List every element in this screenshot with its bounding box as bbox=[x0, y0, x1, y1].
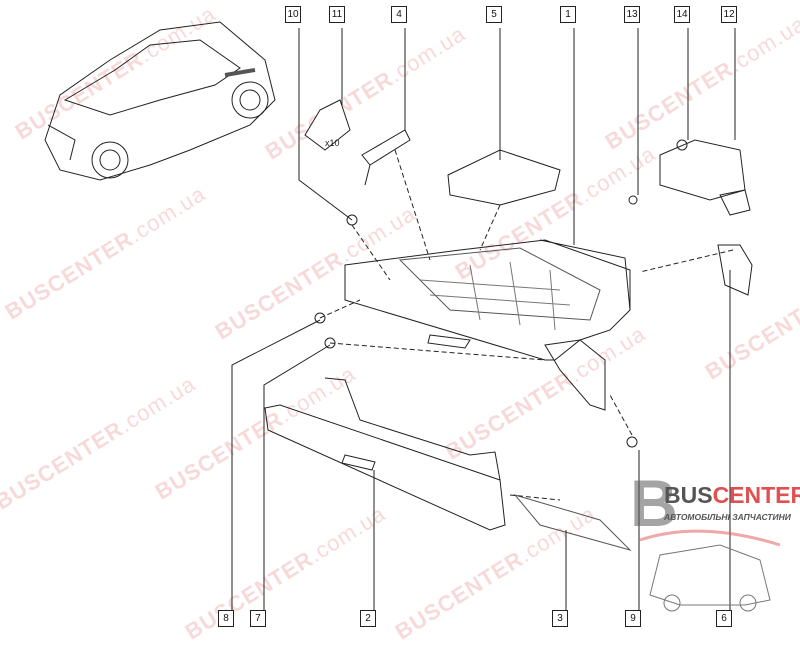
logo-letter: B bbox=[630, 466, 678, 540]
callout-13: 13 bbox=[624, 6, 640, 23]
bag-quantity-label: x10 bbox=[325, 138, 340, 148]
car-illustration bbox=[44, 21, 276, 181]
buscenter-logo: B BUSCENTER АВТОМОБІЛЬНІ ЗАПЧАСТИНИ bbox=[630, 470, 800, 540]
callout-2: 2 bbox=[360, 610, 376, 627]
callout-12: 12 bbox=[721, 6, 737, 23]
callout-9: 9 bbox=[625, 610, 641, 627]
callout-3: 3 bbox=[552, 610, 568, 627]
logo-tagline: АВТОМОБІЛЬНІ ЗАПЧАСТИНИ bbox=[664, 512, 791, 522]
callout-14: 14 bbox=[674, 6, 690, 23]
callout-10: 10 bbox=[285, 6, 301, 23]
callout-8: 8 bbox=[218, 610, 234, 627]
callout-4: 4 bbox=[391, 6, 407, 23]
glovebox-lid bbox=[264, 377, 506, 531]
callout-6: 6 bbox=[716, 610, 732, 627]
callout-7: 7 bbox=[250, 610, 266, 627]
van-illustration bbox=[639, 529, 781, 612]
glovebox-housing bbox=[344, 239, 631, 411]
leader-lines bbox=[231, 28, 736, 618]
callout-1: 1 bbox=[560, 6, 576, 23]
logo-brand: BUSCENTER bbox=[664, 482, 800, 508]
callout-11: 11 bbox=[329, 6, 345, 23]
callout-5: 5 bbox=[486, 6, 502, 23]
